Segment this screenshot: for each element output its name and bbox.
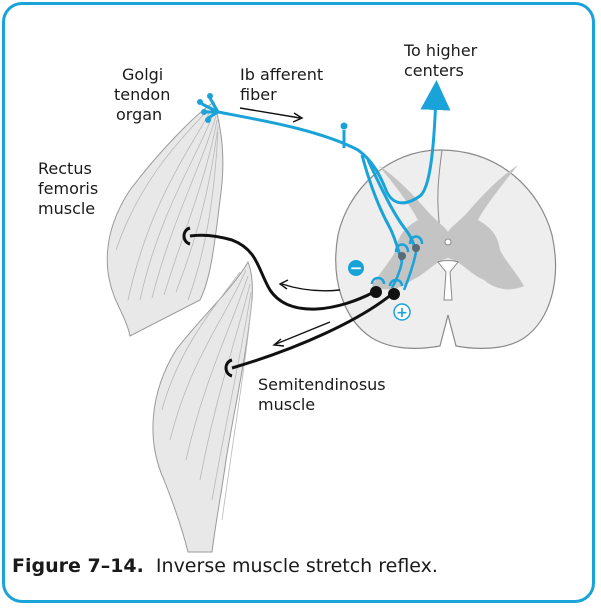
golgi-tendon-organ-label: Golgi tendon organ <box>114 65 170 124</box>
figure-number: Figure 7–14. <box>12 555 144 577</box>
figure-caption-text: Inverse muscle stretch reflex. <box>156 555 438 577</box>
inhibitory-symbol: − <box>348 259 364 277</box>
label-centers: centers <box>404 61 464 80</box>
figure-caption: Figure 7–14. Inverse muscle stretch refl… <box>12 555 438 577</box>
to-higher-centers-label: To higher centers <box>403 41 478 80</box>
label-golgi: Golgi <box>122 65 163 84</box>
direction-arrows <box>240 108 340 346</box>
label-organ: organ <box>116 105 162 124</box>
label-fiber: fiber <box>240 85 277 104</box>
rectus-femoris-muscle <box>107 102 223 336</box>
label-muscle-1: muscle <box>38 199 95 218</box>
afferent-nerve-ending <box>341 123 348 130</box>
label-muscle-2: muscle <box>258 395 315 414</box>
ib-afferent-fiber-label: Ib afferent fiber <box>240 65 323 104</box>
label-tendon: tendon <box>114 85 170 104</box>
label-rectus: Rectus <box>38 159 92 178</box>
semitendinosus-label: Semitendinosus muscle <box>258 375 386 414</box>
label-ib-afferent: Ib afferent <box>240 65 323 84</box>
excitatory-symbol: + <box>394 304 410 321</box>
label-femoris: femoris <box>38 179 98 198</box>
label-to-higher: To higher <box>403 41 478 60</box>
inhibitory-sign: − <box>350 259 363 277</box>
excitatory-sign: + <box>396 305 408 321</box>
rectus-femoris-label: Rectus femoris muscle <box>38 159 98 218</box>
label-semitendinosus: Semitendinosus <box>258 375 386 394</box>
